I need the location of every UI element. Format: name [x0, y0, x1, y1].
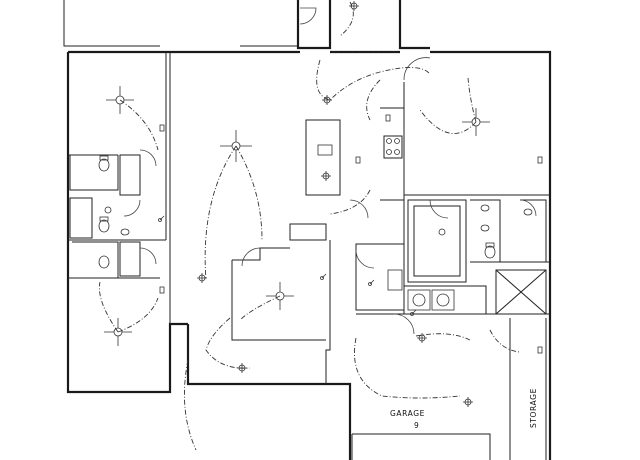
ceiling-fan-icon: [220, 130, 252, 162]
light-fixtures: [104, 1, 543, 407]
electrical-wiring: [98, 1, 521, 451]
light-fixture-icon: [104, 206, 112, 214]
door-swing-icon: [241, 247, 261, 267]
light-fixture-icon: [237, 363, 247, 373]
outlet-icon: [159, 286, 165, 294]
garage-label: GARAGE: [390, 409, 425, 418]
toilet-icon: [484, 245, 496, 259]
light-fixture-icon: [197, 273, 207, 283]
outlet-icon: [385, 114, 391, 122]
switch-icon: [368, 279, 375, 286]
toilet-icon: [98, 255, 110, 269]
ceiling-fan-icon: [266, 282, 294, 310]
door-swing-icon: [403, 57, 431, 81]
outlet-icon: [537, 156, 543, 164]
outlet-icon: [537, 346, 543, 354]
door-swing-icon: [429, 199, 449, 219]
exterior-walls: [63, 0, 552, 460]
sink-icon: [523, 208, 533, 216]
switch-icon: [158, 215, 165, 222]
outlet-icon: [159, 124, 165, 132]
light-fixture-icon: [463, 397, 473, 407]
door-swing-icon: [355, 249, 375, 269]
storage-label: STORAGE: [529, 388, 538, 428]
garage-tag: 9: [414, 421, 419, 430]
ceiling-fan-icon: [104, 318, 132, 346]
toilet-icon: [98, 158, 110, 172]
range-icon: [386, 138, 400, 155]
door-swing-icon: [139, 149, 157, 167]
door-swing-icon: [299, 7, 317, 25]
plumbing-fixtures: [98, 138, 533, 311]
sink-icon: [480, 224, 490, 232]
switch-icon: [320, 273, 327, 280]
ceiling-fan-icon: [462, 108, 490, 136]
light-fixture-icon: [417, 333, 427, 343]
light-fixture-icon: [322, 95, 332, 105]
light-fixture-icon: [438, 228, 446, 236]
doors: [123, 7, 537, 335]
light-fixture-icon: [321, 171, 331, 181]
switch-icon: [410, 309, 417, 316]
sink-icon: [480, 204, 490, 212]
sink-icon: [120, 228, 130, 236]
interior-walls: [68, 51, 550, 460]
door-swing-icon: [393, 313, 415, 335]
door-swing-icon: [519, 199, 537, 217]
outlet-icon: [355, 156, 361, 164]
toilet-icon: [98, 219, 110, 233]
ceiling-fan-icon: [106, 86, 134, 114]
door-swing-icon: [123, 199, 141, 217]
ceiling-fans: [104, 86, 490, 346]
light-fixture-icon: [349, 1, 359, 11]
door-swing-icon: [349, 199, 369, 219]
sink-icon: [317, 144, 333, 156]
door-swing-icon: [139, 247, 157, 265]
